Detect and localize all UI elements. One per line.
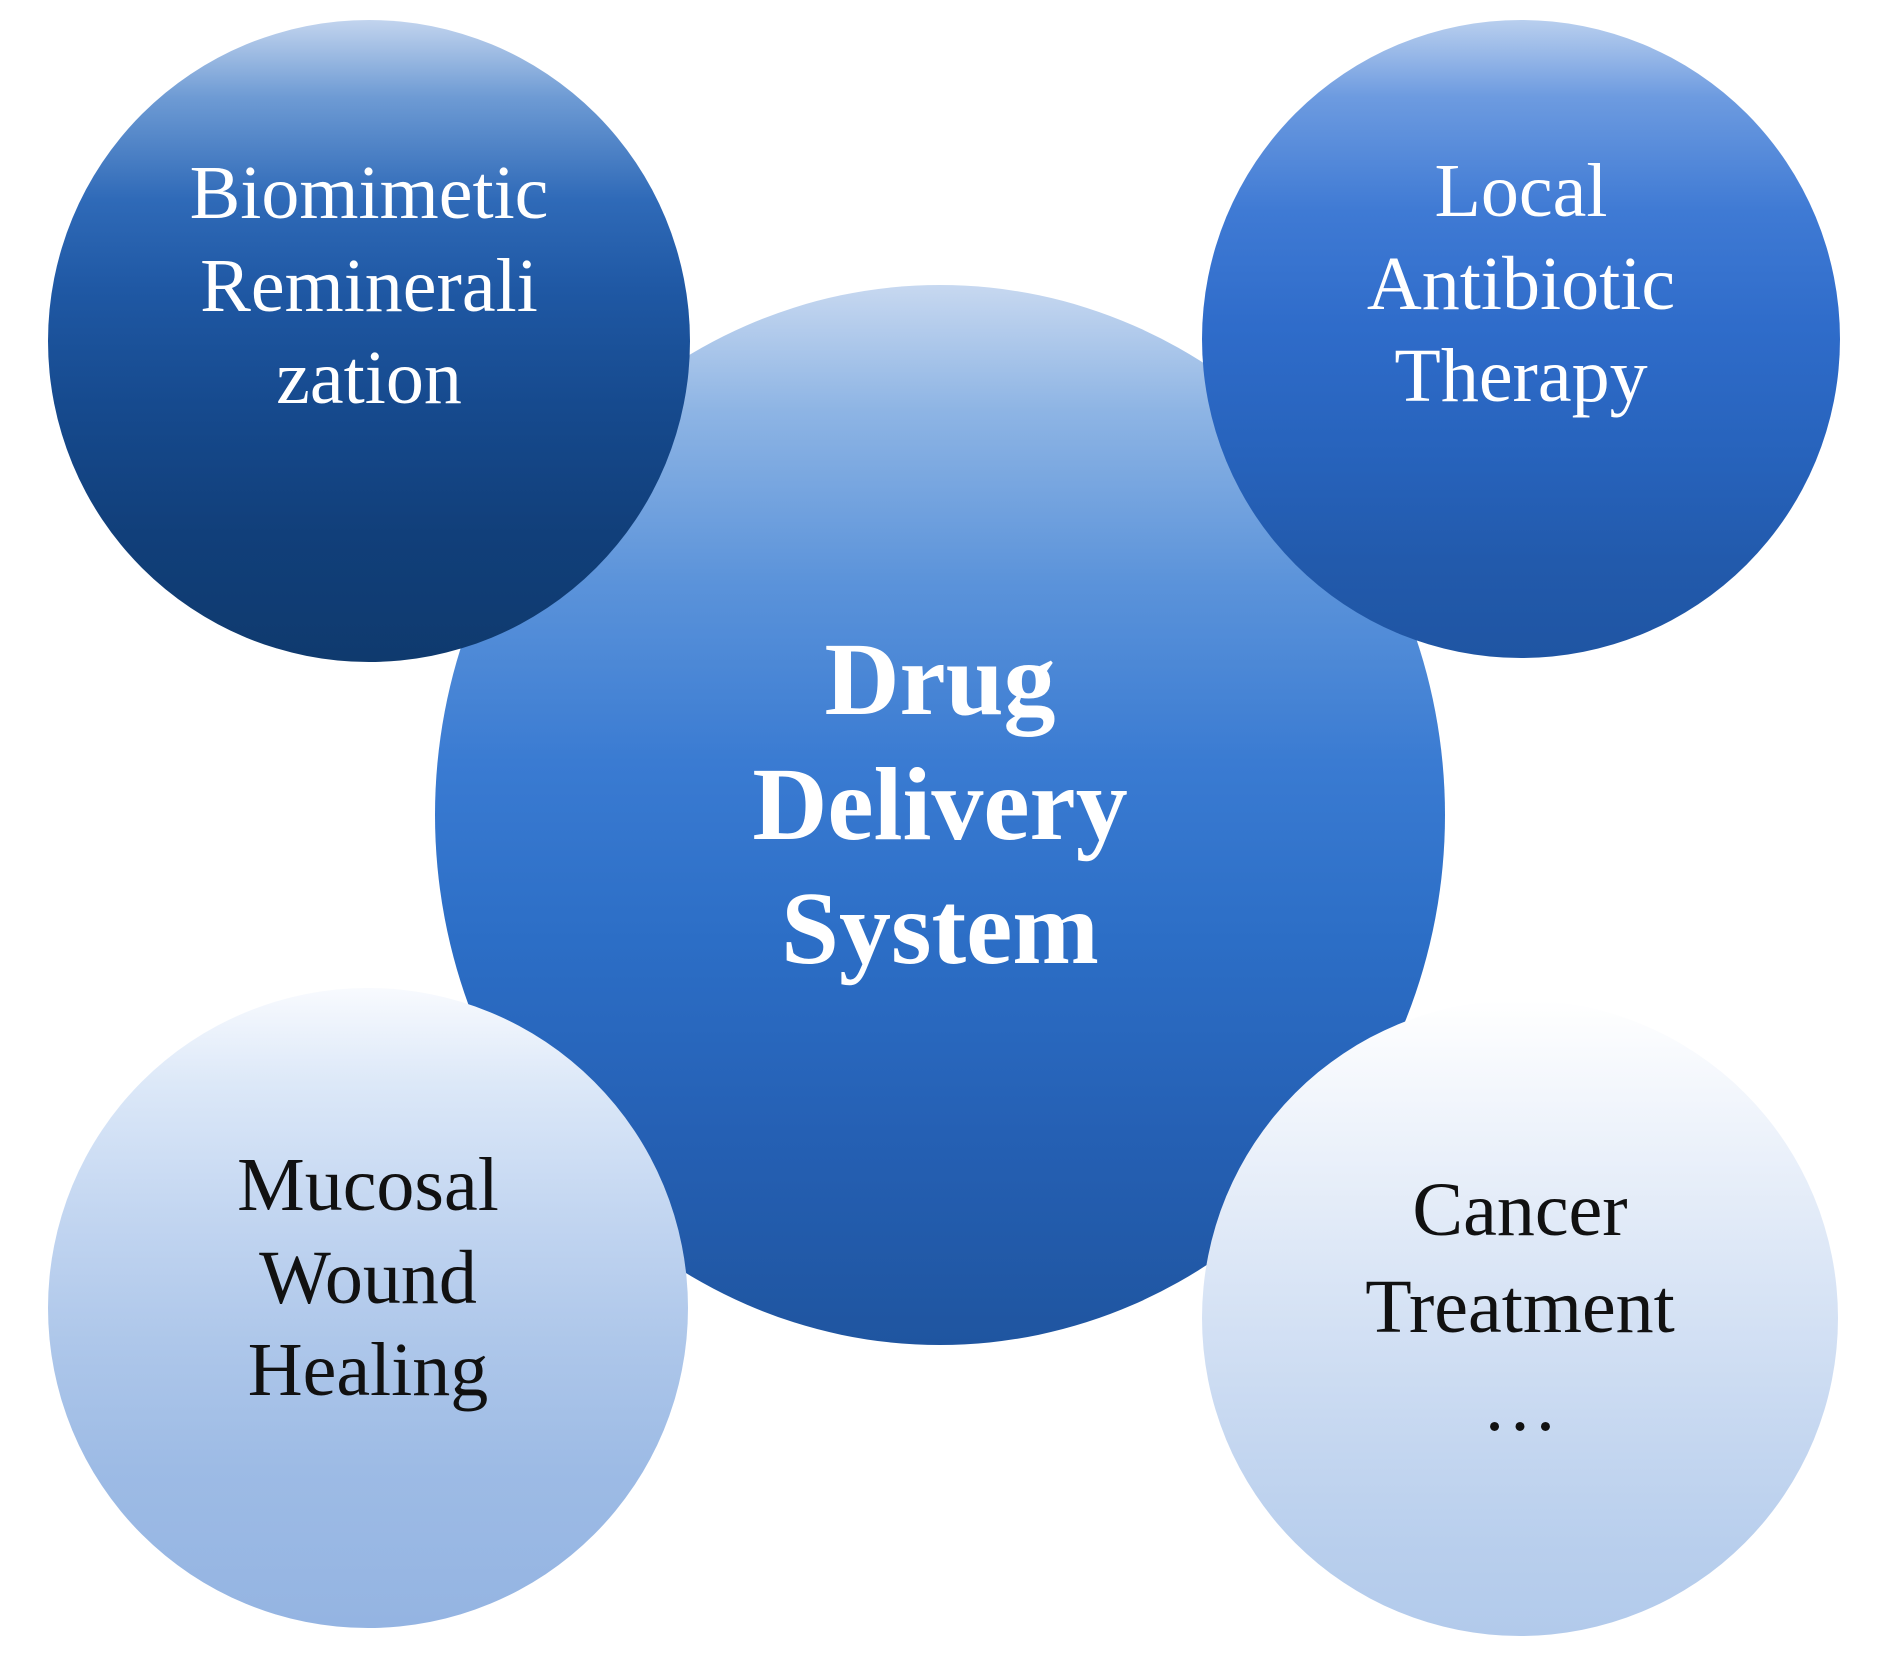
br-label-ellipsis: … <box>1482 1362 1558 1447</box>
circle-biomimetic-remineralization: Biomimetic Reminerali zation <box>48 20 690 662</box>
tr-label-line-1: Local <box>1434 148 1608 233</box>
tl-label-line-1: Biomimetic <box>189 150 549 235</box>
circle-mucosal-wound-healing: Mucosal Wound Healing <box>48 988 688 1628</box>
tr-label-line-3: Therapy <box>1394 334 1648 419</box>
br-label-line-1: Cancer <box>1412 1168 1628 1253</box>
bl-label-line-3: Healing <box>247 1328 489 1413</box>
tr-label-line-2: Antibiotic <box>1366 241 1676 326</box>
center-label-line-1: Drug <box>824 621 1056 737</box>
tl-label-line-3: zation <box>276 336 462 421</box>
center-label-line-3: System <box>781 871 1099 987</box>
circle-cancer-treatment: Cancer Treatment … <box>1202 1000 1838 1636</box>
circle-local-antibiotic-therapy: Local Antibiotic Therapy <box>1202 20 1840 658</box>
bl-label-line-1: Mucosal <box>237 1142 499 1227</box>
tl-label-line-2: Reminerali <box>200 243 538 328</box>
bl-label-line-2: Wound <box>259 1235 477 1320</box>
br-label-line-2: Treatment <box>1365 1265 1675 1350</box>
center-label-line-2: Delivery <box>752 746 1128 862</box>
